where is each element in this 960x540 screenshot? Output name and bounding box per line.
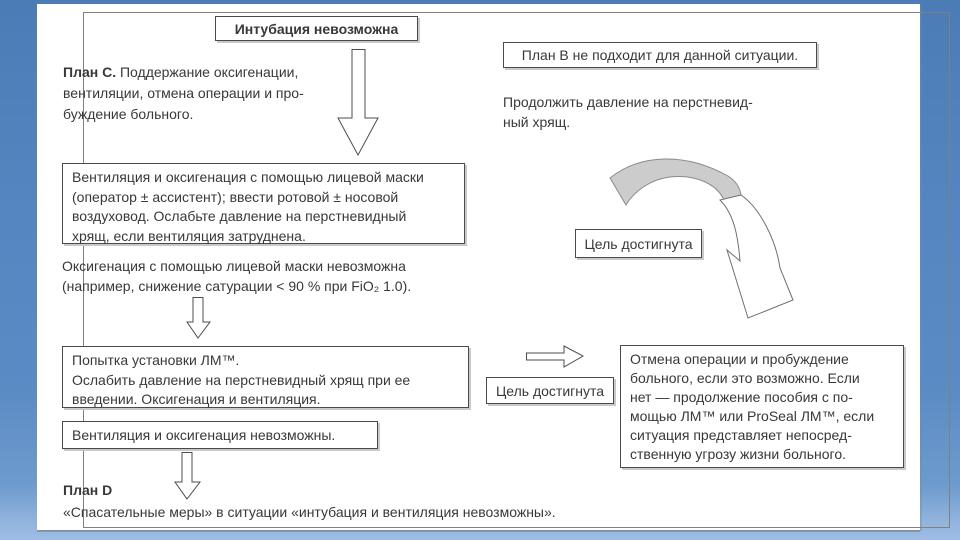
outcome-line: Отмена операции и пробуждение [630, 351, 849, 367]
outcome-line: нет — продолжение пособия с по- [630, 389, 853, 405]
plan-d-text: План D «Спасательные меры» в ситуации «и… [63, 479, 643, 523]
plan-c-line3: буждение больного. [63, 106, 194, 122]
cricoid-line: ный хрящ. [503, 114, 571, 130]
plan-c-label: План C. [63, 64, 117, 80]
intubation-impossible-box: Интубация невозможна [215, 16, 418, 41]
lma-box-line: Попытка установки ЛМ™. [72, 352, 240, 368]
plan-b-unsuitable-label: План В не подходит для данной ситуации. [521, 47, 799, 63]
goal-achieved-label: Цель достигнута [495, 382, 605, 399]
plan-c-line2: вентиляции, отмена операции и про- [63, 85, 304, 101]
plan-c-text: План C. Поддержание оксигенации, вентиля… [63, 62, 363, 125]
flowchart-frame [83, 12, 950, 528]
cricoid-line: Продолжить давление на перстневид- [503, 94, 753, 110]
plan-c-line1: Поддержание оксигенации, [116, 64, 299, 80]
cancel-surgery-outcome-box: Отмена операции и пробуждение больного, … [620, 345, 904, 468]
right-arrow-icon [526, 345, 584, 368]
ventilation-impossible-box: Вентиляция и оксигенация невозможны. [62, 421, 378, 449]
mask-box-line: хрящ, если вентиляция затруднена. [72, 227, 306, 244]
goal-achieved-label: Цель достигнута [584, 235, 693, 252]
lma-attempt-box: Попытка установки ЛМ™. Ослабить давление… [62, 346, 469, 408]
goal-achieved-box: Цель достигнута [486, 377, 614, 404]
outcome-line: больного, если это возможно. Если [630, 370, 860, 386]
plan-b-unsuitable-box: План В не подходит для данной ситуации. [503, 42, 817, 68]
down-arrow-icon [337, 49, 379, 156]
goal-achieved-box: Цель достигнута [575, 229, 702, 258]
mask-fail-line: Оксигенация с помощью лицевой маски нево… [62, 258, 406, 274]
lma-box-line: введении. Оксигенация и вентиляция. [72, 391, 321, 407]
mask-box-line: воздуховод. Ослабьте давление на перстне… [72, 208, 407, 224]
ventilation-impossible-label: Вентиляция и оксигенация невозможны. [72, 427, 336, 443]
mask-oxygenation-failed-text: Оксигенация с помощью лицевой маски нево… [62, 256, 482, 296]
face-mask-ventilation-box: Вентиляция и оксигенация с помощью лицев… [62, 163, 465, 244]
mask-box-line: Вентиляция и оксигенация с помощью лицев… [72, 169, 424, 185]
curved-arrow-icon [609, 158, 794, 319]
outcome-line: мощью ЛМ™ или ProSeal ЛМ™, если [630, 408, 875, 424]
outcome-line: ситуация представляет непосред- [630, 427, 852, 443]
plan-d-label: План D [63, 482, 113, 498]
outcome-line: ственную угрозу жизни больного. [630, 446, 847, 462]
plan-d-line: «Спасательные меры» в ситуации «интубаци… [63, 504, 556, 520]
down-arrow-icon [186, 297, 211, 339]
down-arrow-icon [174, 452, 201, 500]
mask-fail-line: (например, снижение сатурации < 90 % при… [62, 278, 412, 294]
cricoid-pressure-text: Продолжить давление на перстневид- ный х… [503, 92, 813, 132]
lma-box-line: Ослабить давление на перстневидный хрящ … [72, 371, 411, 388]
intubation-impossible-label: Интубация невозможна [234, 20, 399, 37]
mask-box-line: (оператор ± ассистент); ввести ротовой ±… [72, 188, 399, 205]
